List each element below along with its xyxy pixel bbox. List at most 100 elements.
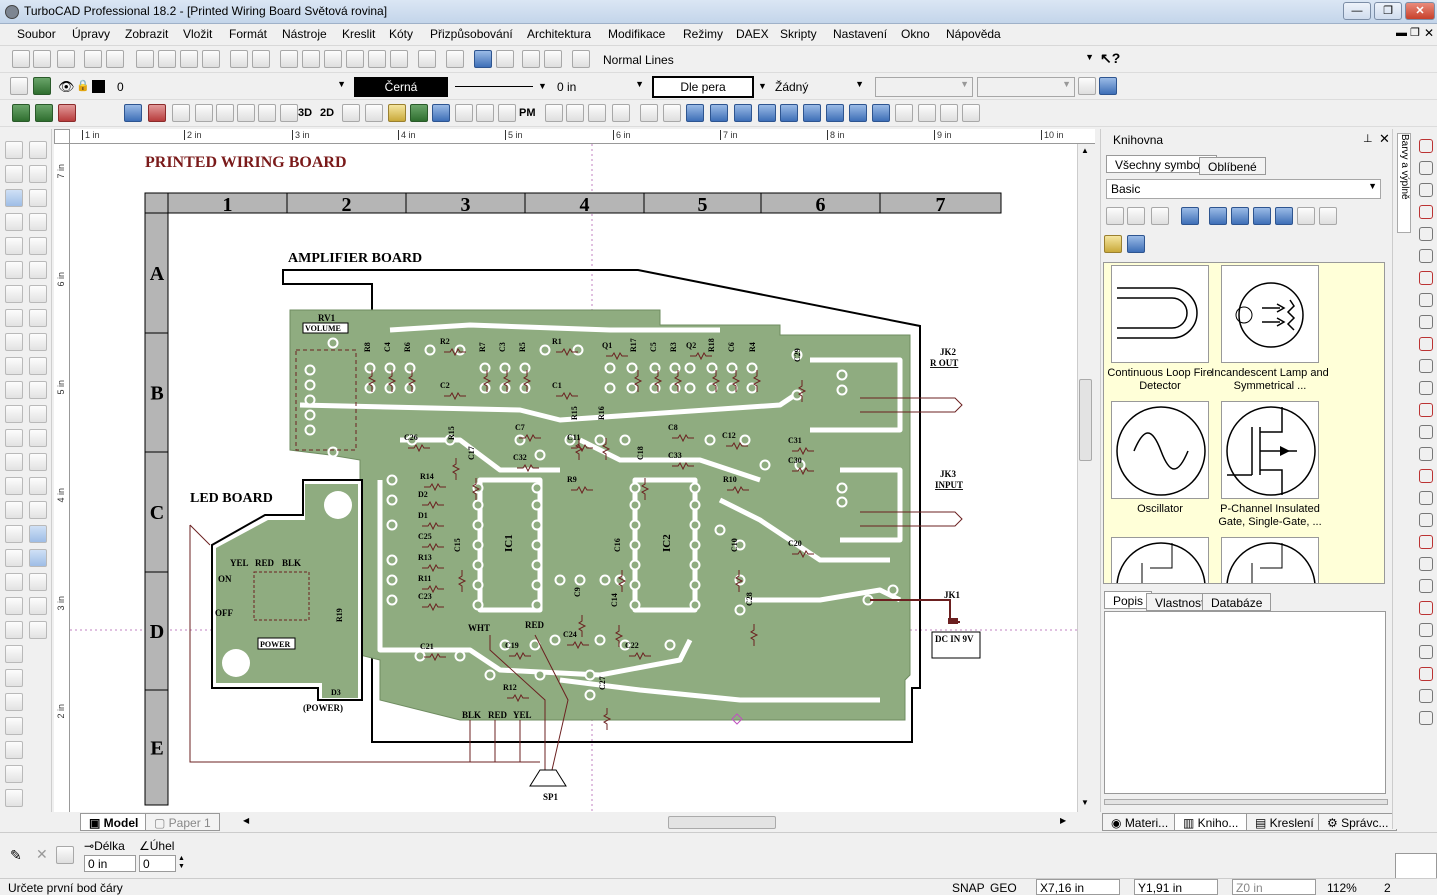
draw-tool-22a-icon[interactable] [5, 669, 23, 687]
format-painter-icon[interactable] [202, 50, 220, 68]
undo-icon[interactable] [230, 50, 248, 68]
3d-tool-5-icon[interactable] [172, 104, 190, 122]
maximize-button[interactable]: ❐ [1374, 2, 1402, 20]
draw-tool-9b-icon[interactable] [29, 357, 47, 375]
color-combo[interactable]: Černá [354, 77, 448, 97]
menu-13[interactable]: Skripty [780, 27, 817, 41]
draw-tool-24a-icon[interactable] [5, 717, 23, 735]
3d-tool-24-icon[interactable] [663, 104, 681, 122]
modify-tool-25-icon[interactable] [1419, 689, 1433, 703]
layer-combo[interactable]: 0▼ [112, 77, 350, 97]
draw-tool-17a-icon[interactable] [5, 549, 23, 567]
icon-view-icon[interactable] [1127, 235, 1145, 253]
tab-model[interactable]: ▣ Model [80, 813, 148, 831]
draw-tool-15a-icon[interactable] [5, 501, 23, 519]
symbol-partial-2[interactable] [1221, 537, 1319, 583]
save-icon[interactable] [57, 50, 75, 68]
menu-6[interactable]: Kreslit [342, 27, 376, 41]
modify-tool-6-icon[interactable] [1419, 271, 1433, 285]
draw-tool-15b-icon[interactable] [29, 501, 47, 519]
symbol-partial-1[interactable] [1111, 537, 1209, 583]
draw-tool-9a-icon[interactable] [5, 357, 23, 375]
3d-tool-32-icon[interactable] [849, 104, 867, 122]
modify-tool-11-icon[interactable] [1419, 381, 1433, 395]
tab-all-symbols[interactable]: Všechny symboly [1106, 155, 1218, 173]
table-icon[interactable] [56, 846, 74, 864]
pm-button[interactable]: PM [519, 107, 536, 119]
modify-tool-2-icon[interactable] [1419, 183, 1433, 197]
menu-10[interactable]: Modifikace [608, 27, 666, 41]
draw-tool-17b-icon[interactable] [29, 549, 47, 567]
tab-description[interactable]: Popis [1104, 591, 1153, 609]
draw-tool-12b-icon[interactable] [29, 429, 47, 447]
draw-tool-8b-icon[interactable] [29, 333, 47, 351]
modify-tool-22-icon[interactable] [1419, 623, 1433, 637]
3d-tool-8-icon[interactable] [237, 104, 255, 122]
3d-tool-11-icon[interactable] [342, 104, 360, 122]
modify-tool-4-icon[interactable] [1419, 227, 1433, 241]
library-tool-2-icon[interactable] [1151, 207, 1169, 225]
3d-tool-13-icon[interactable] [388, 104, 406, 122]
modify-tool-1-icon[interactable] [1419, 161, 1433, 175]
draw-tool-11b-icon[interactable] [29, 405, 47, 423]
3d-tool-34-icon[interactable] [895, 104, 913, 122]
layers-manager-icon[interactable] [33, 77, 51, 95]
modify-tool-3-icon[interactable] [1419, 205, 1433, 219]
draw-tool-5a-icon[interactable] [5, 261, 23, 279]
hscroll-thumb[interactable] [668, 816, 776, 829]
3d-tool-22-icon[interactable] [612, 104, 630, 122]
2d-mode-button[interactable]: 2D [320, 107, 335, 119]
panel-close-icon[interactable]: ✕ [1379, 131, 1390, 146]
draw-tool-13b-icon[interactable] [29, 453, 47, 471]
library-tool-8-icon[interactable] [1297, 207, 1315, 225]
copy-icon[interactable] [158, 50, 176, 68]
draw-tool-0b-icon[interactable] [29, 141, 47, 159]
close-button[interactable]: ✕ [1405, 2, 1435, 20]
horizontal-scrollbar[interactable]: ◀ ▶ [240, 814, 1070, 830]
modify-tool-5-icon[interactable] [1419, 249, 1433, 263]
3d-tool-7-icon[interactable] [216, 104, 234, 122]
chevron-down-icon[interactable]: ▼ [758, 81, 767, 91]
modify-tool-24-icon[interactable] [1419, 667, 1433, 681]
manager-icon[interactable] [572, 50, 590, 68]
draw-tool-4a-icon[interactable] [5, 237, 23, 255]
menu-9[interactable]: Architektura [527, 27, 592, 41]
mdi-close-icon[interactable]: ✕ [1424, 26, 1435, 40]
scroll-down-icon[interactable]: ▼ [1081, 798, 1089, 807]
modify-tool-0-icon[interactable] [1419, 139, 1433, 153]
cancel-icon[interactable]: ✕ [36, 846, 48, 862]
3d-tool-23-icon[interactable] [640, 104, 658, 122]
library-tool-1-icon[interactable] [1127, 207, 1145, 225]
menu-1[interactable]: Úpravy [72, 27, 111, 41]
3d-tool-3-icon[interactable] [124, 104, 142, 122]
modify-tool-18-icon[interactable] [1419, 535, 1433, 549]
3d-tool-30-icon[interactable] [803, 104, 821, 122]
angle-spinner-icon[interactable]: ▲▼ [178, 855, 185, 870]
draw-tool-13a-icon[interactable] [5, 453, 23, 471]
3d-tool-4-icon[interactable] [148, 104, 166, 122]
tree-view-icon[interactable] [1104, 235, 1122, 253]
draw-tool-18b-icon[interactable] [29, 573, 47, 591]
draw-tool-12a-icon[interactable] [5, 429, 23, 447]
angle-input[interactable]: 0 [139, 855, 176, 872]
3d-tool-15-icon[interactable] [432, 104, 450, 122]
draw-tool-26a-icon[interactable] [5, 765, 23, 783]
draw-tool-16a-icon[interactable] [5, 525, 23, 543]
scroll-left-icon[interactable]: ◀ [243, 816, 250, 825]
draw-tool-5b-icon[interactable] [29, 261, 47, 279]
3d-tool-25-icon[interactable] [686, 104, 704, 122]
pin-icon[interactable]: ⊥ [1363, 133, 1373, 145]
geo-indicator[interactable]: GEO [990, 881, 1017, 895]
draw-tool-8a-icon[interactable] [5, 333, 23, 351]
chevron-down-icon[interactable]: ▼ [538, 81, 547, 91]
draw-tool-27a-icon[interactable] [5, 789, 23, 807]
menu-2[interactable]: Zobrazit [125, 27, 169, 41]
minimize-button[interactable]: — [1343, 2, 1371, 20]
3d-tool-33-icon[interactable] [872, 104, 890, 122]
3d-tool-9-icon[interactable] [258, 104, 276, 122]
symbol-oscillator[interactable] [1111, 401, 1209, 499]
library-tool-0-icon[interactable] [1106, 207, 1124, 225]
3d-tool-20-icon[interactable] [566, 104, 584, 122]
snap-indicator[interactable]: SNAP [952, 881, 985, 895]
property-icon[interactable] [1099, 77, 1117, 95]
